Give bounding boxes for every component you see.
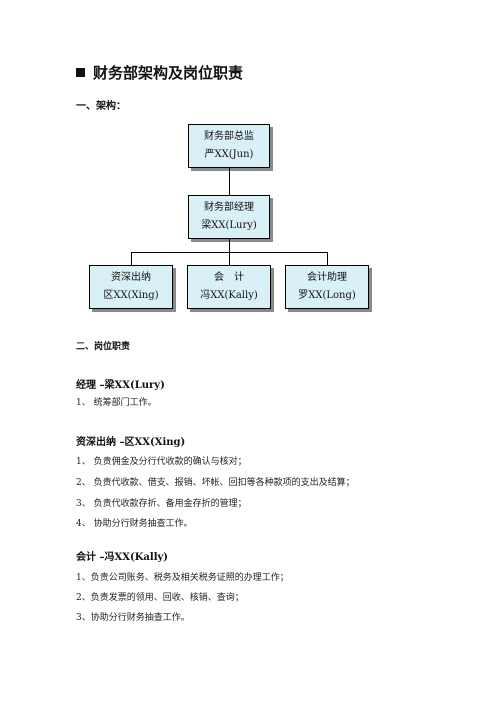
section-heading-duties: 二、岗位职责 [76, 342, 131, 352]
duty-item: 1、负责公司账务、税务及相关税务证照的办理工作； [76, 573, 289, 583]
org-box-assistant: 会计助理 罗XX(Long) [285, 265, 369, 309]
org-box-manager: 财务部经理 梁XX(Lury) [188, 195, 270, 239]
duty-item: 1、 负责佣金及分行代收款的确认与核对； [76, 457, 247, 467]
duty-item: 1、 统筹部门工作。 [76, 398, 157, 408]
duty-item: 2、 负责代收款、借支、报销、坏帐、回扣等各种款项的支出及结算； [76, 478, 355, 488]
duty-item: 2、负责发票的领用、回收、核销、查询； [76, 593, 244, 603]
connector-line [229, 239, 230, 252]
connector-line [131, 252, 132, 265]
section-heading-structure: 一、架构： [76, 101, 126, 112]
duty-item: 3、协助分行财务抽查工作。 [76, 613, 190, 623]
connector-line [229, 168, 230, 195]
duty-head-accountant: 会计 –冯XX(Kally) [76, 552, 169, 563]
org-box-director: 财务部总监 严XX(Jun) [188, 124, 270, 168]
page-title: 财务部架构及岗位职责 [76, 62, 243, 83]
duty-item: 4、 协助分行财务抽查工作。 [76, 519, 193, 529]
square-bullet-icon [76, 68, 85, 77]
connector-line [229, 252, 230, 265]
duty-head-cashier: 资深出纳 –区XX(Xing) [76, 437, 186, 448]
duty-item: 3、 负责代收款存折、备用金存折的管理； [76, 499, 247, 509]
connector-line [327, 252, 328, 265]
org-box-accountant: 会 计 冯XX(Kally) [187, 265, 271, 309]
duty-head-manager: 经理 –梁XX(Lury) [76, 380, 165, 391]
org-box-cashier: 资深出纳 区XX(Xing) [89, 265, 173, 309]
